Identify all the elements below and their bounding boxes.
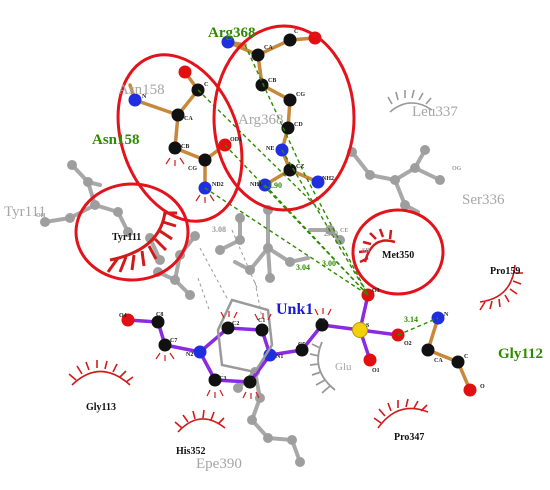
met350-arc bbox=[358, 228, 396, 264]
atom-label-cb-arg: CB bbox=[268, 78, 276, 84]
label-glu: Glu bbox=[335, 361, 352, 373]
gly112-atoms bbox=[421, 311, 477, 397]
atom-label-o1: O1 bbox=[372, 368, 380, 374]
label-arg368-gray: Arg368 bbox=[238, 112, 284, 128]
label-tyr111-gray: Tyr111 bbox=[4, 204, 46, 220]
gly112-bonds bbox=[425, 316, 472, 392]
atom-label-sd-met: SD bbox=[362, 248, 370, 254]
atom-label-c-arg: C bbox=[294, 29, 298, 35]
glu-arc bbox=[309, 341, 336, 394]
atom-label-od1: OD1 bbox=[230, 137, 242, 143]
atom-label-o-gly: O bbox=[480, 384, 485, 390]
distance-label-1: 2.90 bbox=[268, 181, 282, 190]
atom-label-ca-asn: CA bbox=[184, 116, 193, 122]
atom-label-o4: O4 bbox=[119, 313, 127, 319]
tyr111-highlight bbox=[74, 182, 190, 282]
label-asn158-green: Asn158 bbox=[92, 132, 140, 148]
atom-label-n1: N1 bbox=[276, 354, 283, 360]
atom-label-c-asn: C bbox=[204, 82, 208, 88]
ligand-atoms bbox=[121, 288, 405, 389]
gray-residue-bonds bbox=[43, 148, 442, 464]
atom-label-c3: C3 bbox=[219, 376, 226, 382]
atom-label-c4: C4 bbox=[247, 376, 254, 382]
atom-label-c6: C6 bbox=[318, 318, 325, 324]
distance-label-5: 3.14 bbox=[404, 315, 418, 324]
label-asn158-gray: Asn158 bbox=[118, 82, 165, 98]
atom-label-og-ser: OG bbox=[452, 166, 462, 172]
atom-label-c8: C8 bbox=[156, 312, 163, 318]
label-met350: Met350 bbox=[382, 250, 414, 261]
asn158-atoms bbox=[128, 65, 232, 195]
label-gly113: Gly113 bbox=[86, 402, 116, 413]
label-ser336: Ser336 bbox=[462, 192, 505, 208]
label-unk1: Unk1 bbox=[276, 301, 313, 318]
atom-label-ce-met: CE bbox=[340, 228, 348, 234]
pro159-arc bbox=[479, 264, 523, 311]
label-tyr111-black: Tyr111 bbox=[112, 232, 141, 243]
his352-arc bbox=[174, 409, 226, 433]
atom-label-cg-asn: CG bbox=[188, 166, 197, 172]
contact-dashes bbox=[197, 229, 263, 319]
pro347-arc bbox=[373, 398, 429, 429]
residue-labels: Arg368 Asn158 Arg368 Asn158 Leu337 Tyr11… bbox=[4, 25, 543, 472]
arg368-highlight bbox=[212, 24, 356, 212]
atom-label-c5: C5 bbox=[298, 342, 305, 348]
label-epe390: Epe390 bbox=[196, 456, 242, 472]
atom-label-c-gly: C bbox=[464, 354, 468, 360]
epe390-ring bbox=[216, 298, 274, 374]
atom-label-oh-tyr: OH bbox=[36, 213, 46, 219]
atom-label-n-gly: N bbox=[444, 312, 449, 318]
atom-label-nh1-arg: NH1 bbox=[250, 182, 262, 188]
atom-label-cb-asn: CB bbox=[181, 144, 189, 150]
atom-label-s: S bbox=[366, 323, 370, 329]
atom-label-o3: O3 bbox=[372, 288, 380, 294]
ligand-hydrophobic-ticks bbox=[155, 157, 332, 399]
label-his352: His352 bbox=[176, 446, 205, 457]
label-arg368-green: Arg368 bbox=[208, 25, 256, 41]
gly113-arc bbox=[68, 360, 134, 386]
atom-label-nd2: ND2 bbox=[212, 182, 224, 188]
atom-label-c7: C7 bbox=[170, 338, 177, 344]
label-pro159: Pro159 bbox=[490, 266, 520, 277]
label-leu337: Leu337 bbox=[412, 104, 458, 120]
asn158-highlight bbox=[116, 53, 244, 223]
atom-label-ne-arg: NE bbox=[266, 146, 274, 152]
atom-label-n-asn: N bbox=[142, 94, 147, 100]
atom-label-nh2-arg: NH2 bbox=[322, 176, 334, 182]
distance-label-4: 3.00 bbox=[322, 259, 336, 268]
distance-label-3: 3.04 bbox=[296, 263, 310, 272]
atom-label-cg-arg: CG bbox=[296, 92, 305, 98]
atom-label-c2: C2 bbox=[232, 321, 239, 327]
atom-label-o2: O2 bbox=[404, 341, 412, 347]
distance-labels: 2.90 3.08 3.04 3.00 3.14 2.80 bbox=[212, 181, 418, 324]
leu337-arc bbox=[387, 89, 433, 113]
highlight-circles bbox=[74, 24, 445, 296]
label-gly112: Gly112 bbox=[498, 346, 543, 362]
atom-labels: C CA CB CG OD1 ND2 N CA C CB CG CD NE CZ… bbox=[36, 29, 485, 390]
atom-label-cd-arg: CD bbox=[294, 122, 303, 128]
distance-label-2: 3.08 bbox=[212, 225, 226, 234]
atom-label-n2: N2 bbox=[186, 352, 193, 358]
hbond-lines bbox=[197, 44, 439, 336]
atom-label-ca-gly: CA bbox=[434, 358, 443, 364]
met350-highlight bbox=[351, 208, 445, 296]
arg368-atoms bbox=[221, 31, 325, 192]
atom-label-cz-arg: CZ bbox=[296, 164, 304, 170]
atom-label-c1: C1 bbox=[258, 318, 265, 324]
distance-label-6: 2.80 bbox=[324, 229, 338, 238]
atom-label-ca-arg: CA bbox=[264, 45, 273, 51]
label-pro347: Pro347 bbox=[394, 432, 424, 443]
